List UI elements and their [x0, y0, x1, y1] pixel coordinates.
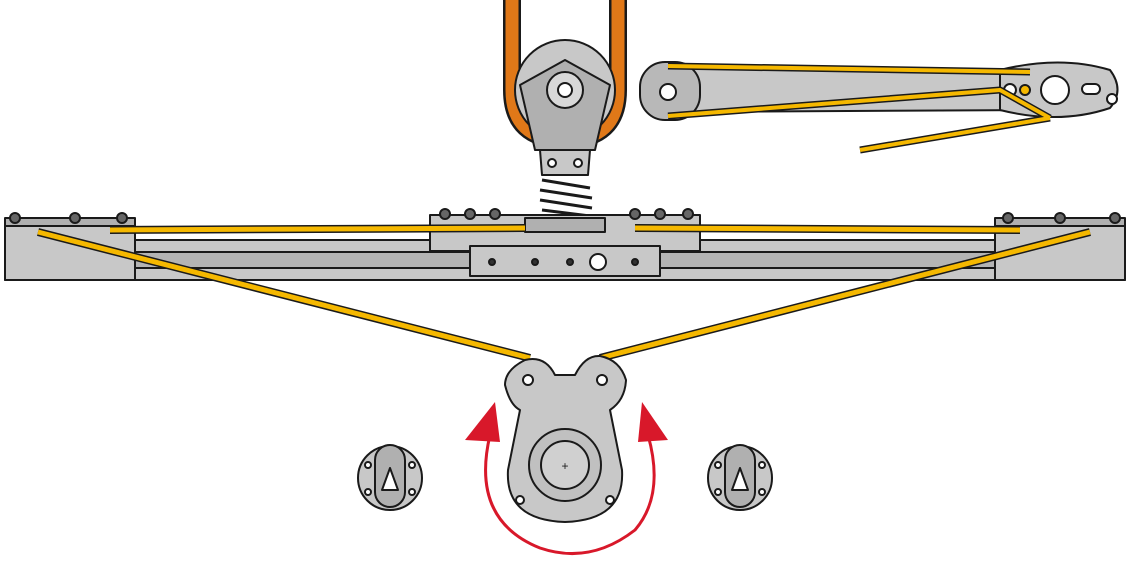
tackle-detail — [639, 61, 1119, 154]
spring — [539, 178, 593, 218]
traveller-car — [429, 208, 701, 277]
cleat-knob-left — [357, 444, 423, 511]
screw-icon — [659, 83, 677, 101]
cleat-knob-right — [707, 444, 773, 511]
yellow-rope — [667, 62, 1052, 154]
lower-block: + — [504, 354, 627, 523]
pulley-block — [503, 0, 627, 218]
sheave-icon — [1040, 75, 1070, 105]
svg-text:+: + — [561, 459, 568, 473]
screw-icon — [589, 253, 607, 271]
control-lines — [37, 224, 1091, 362]
rotation-arrow-icon — [465, 402, 668, 555]
